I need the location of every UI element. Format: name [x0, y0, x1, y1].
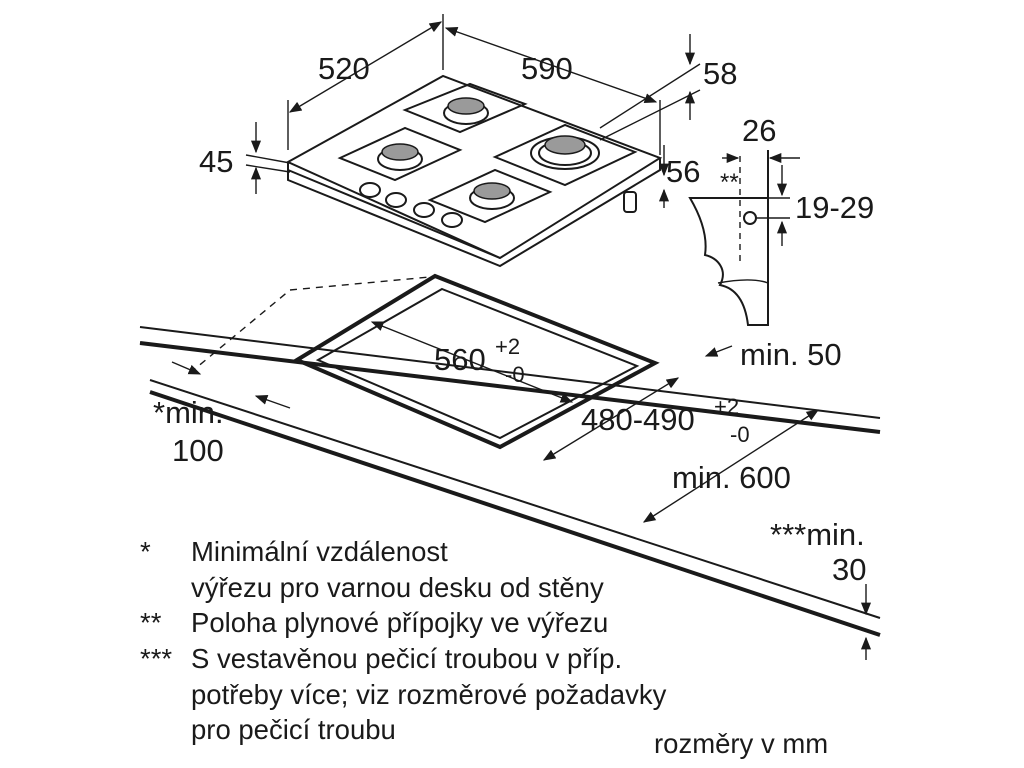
dim-hob-thickness: 45 — [199, 144, 233, 179]
dim-cutout-depth-tol-plus: +2 — [714, 394, 739, 419]
note-3-line-2: potřeby více; viz rozměrové požadavky — [191, 679, 667, 710]
note-2-line-1: Poloha plynové přípojky ve výřezu — [191, 607, 609, 638]
dim-cutout-width-value: 560 — [434, 342, 486, 377]
dim-connection-mark: ** — [720, 169, 739, 196]
dim-cutout-width: 560 — [434, 342, 486, 377]
dimension-lines — [171, 14, 872, 660]
burner-rear-left — [443, 97, 489, 125]
control-knobs — [359, 182, 463, 228]
dim-rear-min: min. 50 — [740, 337, 842, 372]
note-1-line-2: výřezu pro varnou desku od stěny — [191, 572, 604, 603]
note-2-mark: ** — [140, 607, 162, 638]
dim-worktop-min: min. 600 — [672, 460, 791, 495]
gas-hob — [285, 74, 663, 268]
dim-below-min-label: ***min. — [770, 517, 865, 552]
burner-wok — [530, 135, 600, 170]
dim-hob-height: 58 — [703, 56, 737, 91]
note-3-line-3: pro pečicí troubu — [191, 714, 396, 745]
dim-cutout-depth-tol-minus: -0 — [730, 422, 750, 447]
dim-hob-side-depth: 56 — [666, 154, 700, 189]
dim-cutout-width-tol-plus: +2 — [495, 334, 520, 359]
dim-connection-offset: 26 — [742, 113, 776, 148]
dim-cutout-depth: 480-490 — [581, 402, 695, 437]
units-note: rozměry v mm — [654, 728, 829, 759]
dim-side-min-label: *min. — [153, 395, 224, 430]
burner-front-right — [469, 182, 515, 210]
note-1-line-1: Minimální vzdálenost — [191, 536, 448, 567]
dim-hob-width: 590 — [521, 51, 573, 86]
side-profile — [688, 150, 769, 326]
note-3-line-1: S vestavěnou pečicí troubou v příp. — [191, 643, 623, 674]
dim-hob-depth: 520 — [318, 51, 370, 86]
note-1-mark: * — [140, 536, 151, 567]
dim-side-min-value: 100 — [172, 433, 224, 468]
dim-cutout-width-tol-minus: -0 — [505, 362, 525, 387]
dim-below-min-value: 30 — [832, 552, 866, 587]
note-3-mark: *** — [140, 643, 173, 674]
burner-front-left — [377, 143, 423, 171]
dim-connection-height: 19-29 — [795, 190, 874, 225]
